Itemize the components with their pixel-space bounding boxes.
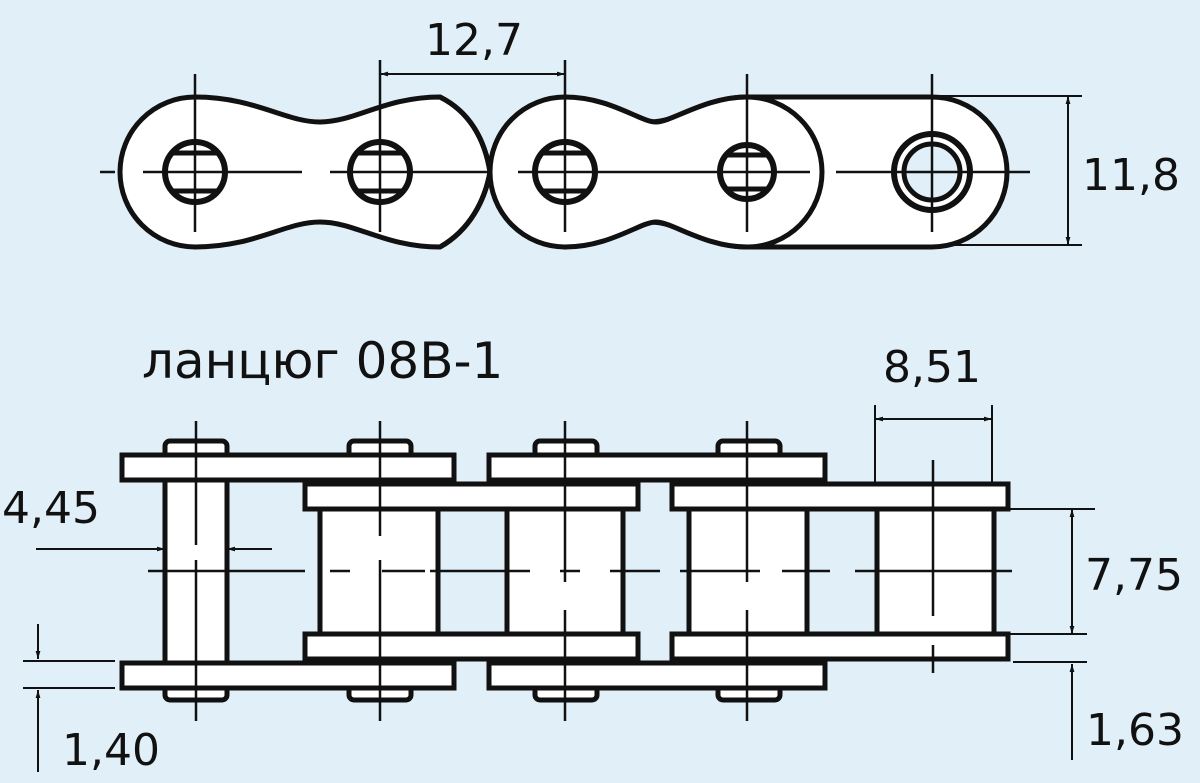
outer-plate-bottom-2 — [486, 660, 828, 691]
dim-plate-height — [940, 95, 1082, 246]
outer-plate-bottom-1 — [119, 660, 457, 691]
dim-pitch-label: 12,7 — [425, 15, 523, 66]
dim-pin-diameter-label: 4,45 — [2, 483, 100, 534]
outer-plate-top-1 — [119, 452, 457, 483]
dim-inner-plate-thickness-label: 1,40 — [62, 725, 160, 776]
chain-title: ланцюг 08B-1 — [142, 332, 503, 390]
inner-plate-top-2 — [669, 481, 1011, 512]
dim-roller-width — [874, 405, 993, 484]
top-view — [100, 60, 1030, 250]
dim-inner-plate-thickness — [23, 624, 115, 772]
dim-inner-width-label: 7,75 — [1085, 550, 1183, 601]
inner-plate-bottom-2 — [669, 631, 1011, 662]
dim-outer-plate-thickness — [1013, 661, 1087, 760]
dim-inner-width — [1010, 508, 1095, 635]
center-lines-top — [100, 60, 1030, 232]
inner-plate-top-1 — [302, 481, 641, 512]
inner-plate-bottom-1 — [302, 631, 641, 662]
dim-plate-height-label: 11,8 — [1082, 150, 1180, 201]
outer-plate-top-2 — [486, 452, 828, 483]
dim-roller-width-label: 8,51 — [883, 342, 981, 393]
center-lines-side — [148, 421, 1012, 721]
dim-outer-plate-thickness-label: 1,63 — [1086, 705, 1184, 756]
outer-plate-left — [117, 94, 493, 250]
